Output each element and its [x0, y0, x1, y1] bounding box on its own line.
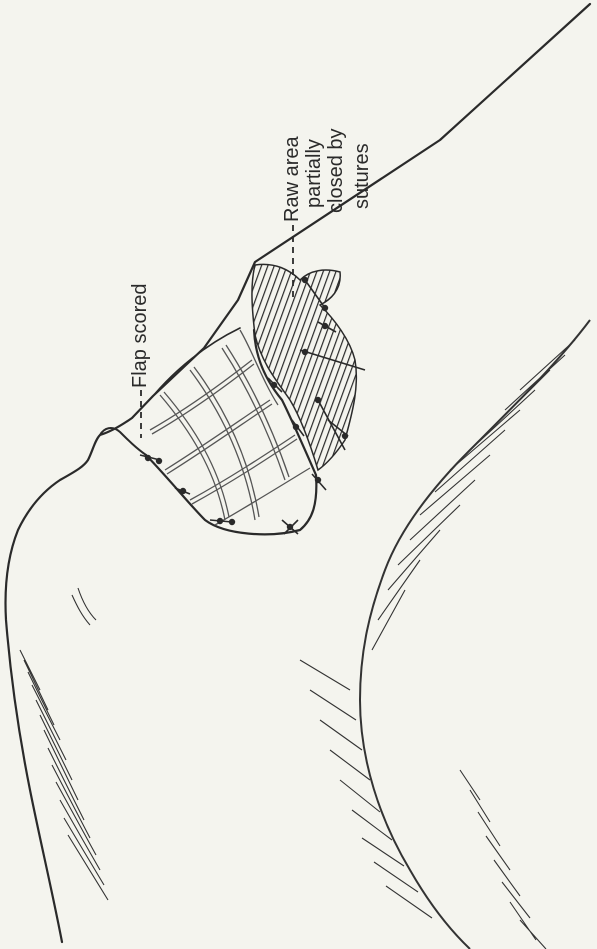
- score-line: [190, 370, 255, 520]
- raw-area-label-line-4: sutures: [350, 143, 374, 209]
- raw-area-label-line-1: Raw area: [280, 136, 304, 222]
- raw-area: [252, 264, 356, 470]
- score-line: [150, 360, 252, 430]
- flap-scored-label: Flap scored: [128, 284, 152, 389]
- shade-shoulder: [372, 340, 575, 650]
- suture: [312, 474, 326, 490]
- shade-shoulder-line: [360, 320, 590, 949]
- suture: [140, 455, 161, 463]
- shade-clavicle: [300, 660, 432, 918]
- shade-hair: [72, 588, 96, 625]
- score-line: [192, 439, 297, 504]
- flap-outline-top: [153, 328, 240, 396]
- raw-area-label-line-2: partially: [302, 139, 326, 208]
- shade-arm: [460, 770, 546, 949]
- raw-area-label-line-3: closed by: [324, 129, 348, 214]
- suture: [210, 519, 234, 525]
- shade-neck: [20, 650, 108, 900]
